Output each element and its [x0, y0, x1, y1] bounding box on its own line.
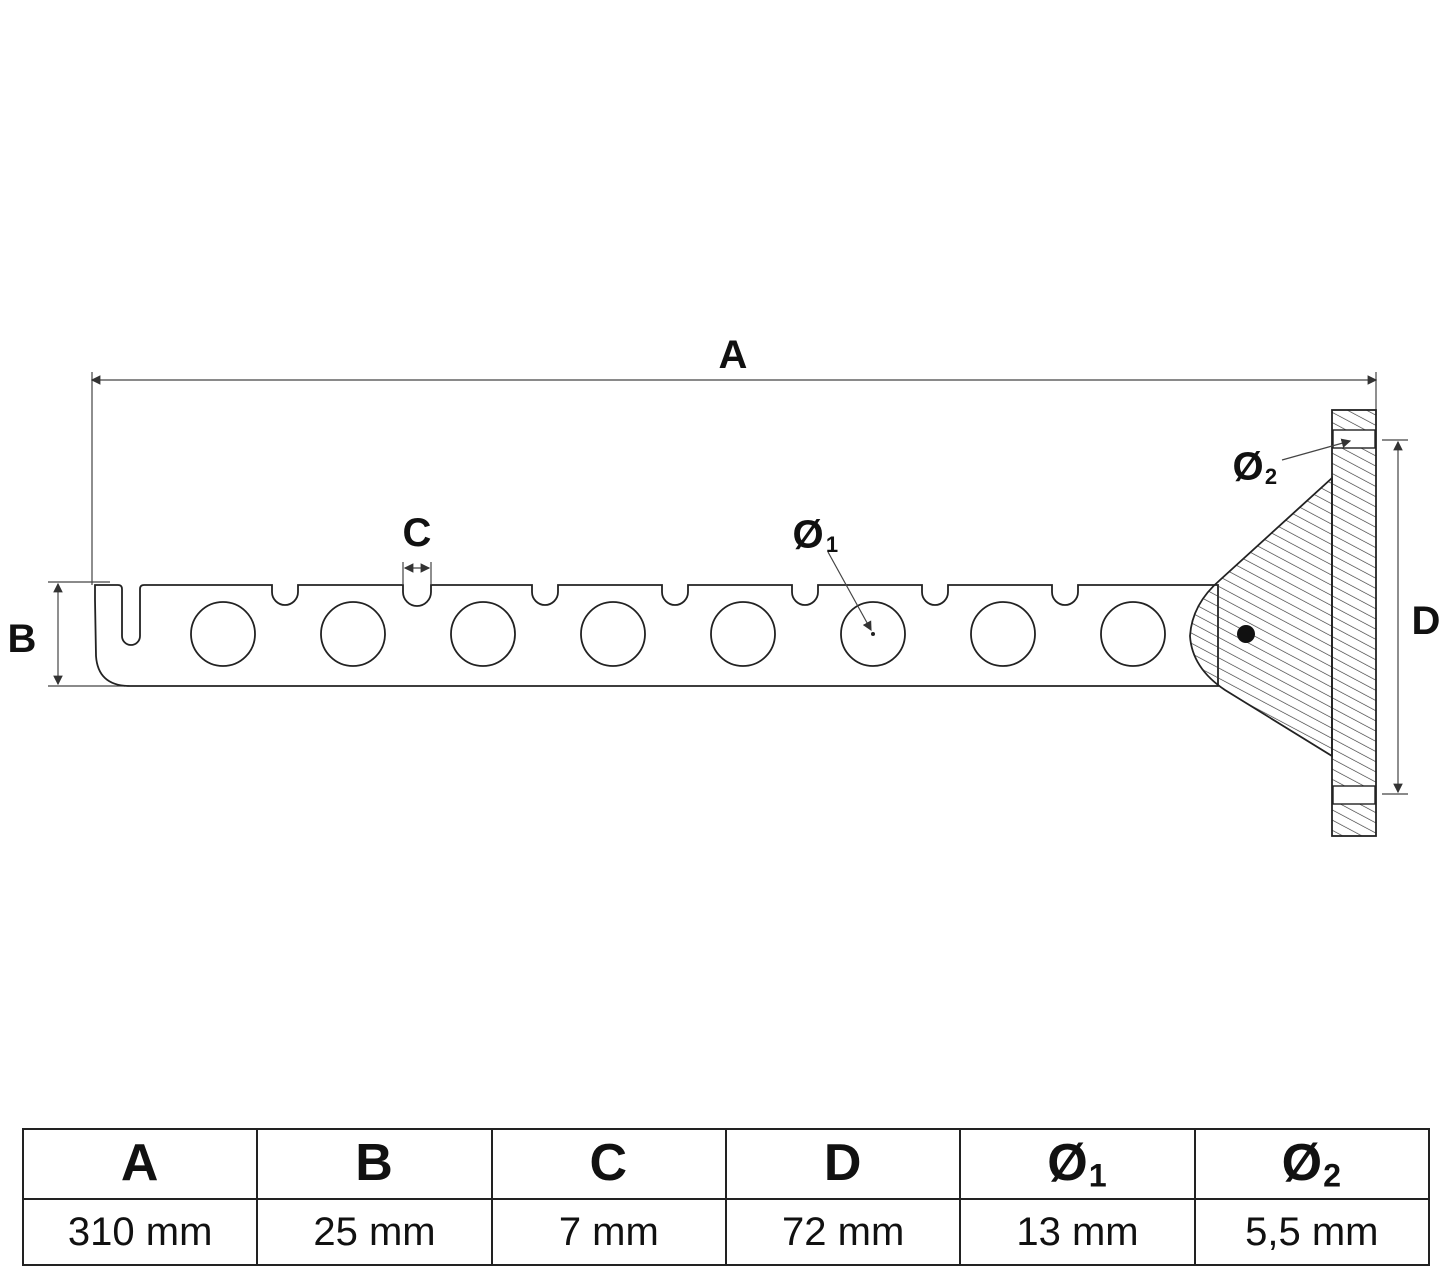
- hole: [320, 601, 386, 667]
- callout-d2: Ø 2: [1232, 438, 1352, 489]
- label-d1-index: 1: [826, 532, 838, 557]
- spec-value-row: 310 mm 25 mm 7 mm 72 mm 13 mm 5,5 mm: [21, 1198, 1431, 1266]
- hinge-knuckle: [1189, 475, 1333, 758]
- callout-d1: Ø 1: [792, 513, 872, 632]
- spec-value-d: 72 mm: [724, 1198, 962, 1266]
- spec-value-c: 7 mm: [490, 1198, 727, 1266]
- label-d1-symbol: Ø: [792, 513, 823, 557]
- hole: [580, 601, 646, 667]
- label-b: B: [8, 617, 37, 661]
- label-a: A: [719, 333, 748, 377]
- hole: [190, 601, 256, 667]
- spec-value-a: 310 mm: [21, 1198, 259, 1266]
- pivot-pin: [1237, 625, 1255, 643]
- bracket-arm: [94, 584, 1219, 687]
- label-d2-index: 2: [1265, 464, 1277, 489]
- wall-plate: [1331, 409, 1377, 837]
- label-d2-symbol: Ø: [1232, 445, 1263, 489]
- dimension-c: C: [402, 511, 432, 584]
- dimension-a: A: [90, 333, 1378, 585]
- spec-header-d2: Ø2: [1193, 1128, 1431, 1200]
- spec-value-b: 25 mm: [256, 1198, 493, 1266]
- hole: [1100, 601, 1166, 667]
- hole: [710, 601, 776, 667]
- label-c: C: [403, 511, 432, 555]
- spec-header-b: B: [256, 1128, 493, 1200]
- spec-value-d2: 5,5 mm: [1193, 1198, 1431, 1266]
- hole-row: [190, 601, 1166, 667]
- mounting-hole-top: [1332, 429, 1376, 449]
- spec-value-d1: 13 mm: [959, 1198, 1196, 1266]
- spec-header-c: C: [490, 1128, 727, 1200]
- spec-header-row: A B C D Ø1 Ø2: [21, 1128, 1431, 1200]
- label-d: D: [1412, 599, 1441, 643]
- spec-header-d: D: [724, 1128, 962, 1200]
- bracket-drawing: A B C D Ø: [8, 333, 1441, 837]
- spec-table: A B C D Ø1 Ø2 310 mm 25 mm 7 mm 72 mm 13…: [21, 1128, 1431, 1266]
- hole-center-dot: [871, 632, 875, 636]
- mounting-hole-bottom: [1332, 785, 1376, 805]
- spec-header-d1: Ø1: [959, 1128, 1196, 1200]
- hole: [970, 601, 1036, 667]
- spec-header-a: A: [21, 1128, 259, 1200]
- hole: [450, 601, 516, 667]
- dimension-b: B: [8, 581, 125, 687]
- dimension-d: D: [1382, 439, 1441, 795]
